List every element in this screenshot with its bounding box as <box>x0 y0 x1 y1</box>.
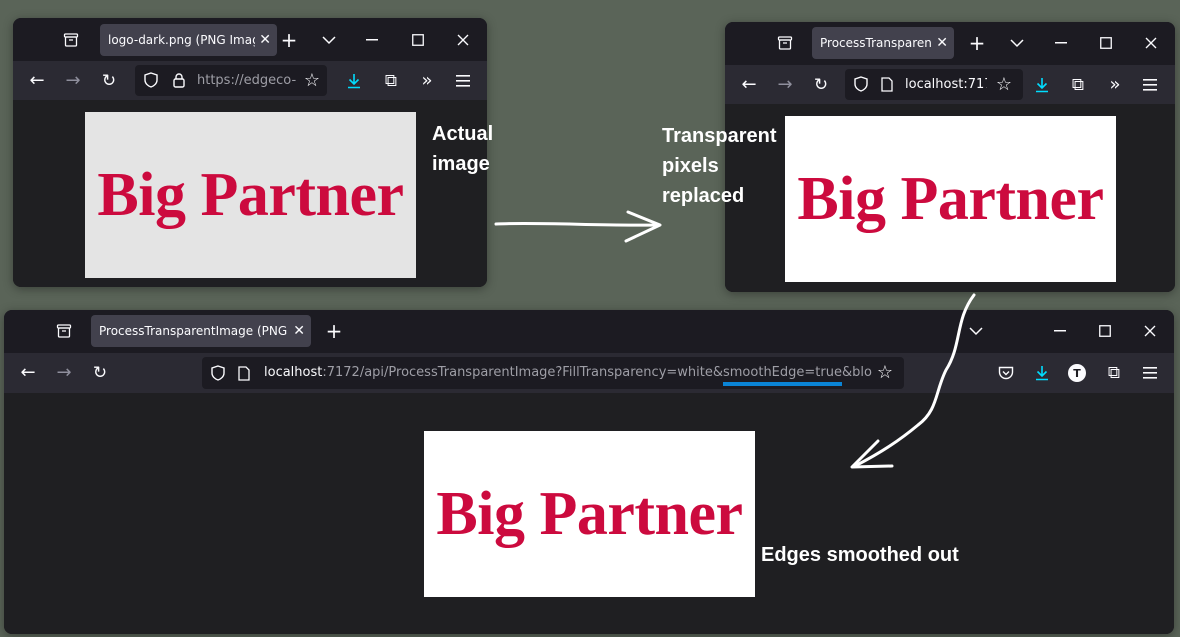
minimize-icon[interactable] <box>1051 33 1071 53</box>
reload-icon[interactable]: ↻ <box>813 74 829 95</box>
tab-active[interactable]: ProcessTransparentImage (PNG Ima ✕ <box>91 315 311 347</box>
url-bar[interactable]: localhost:7172 ☆ <box>845 69 1023 100</box>
browser-window-replaced: ProcessTransparentIm ✕ + ← → ↻ localhost… <box>725 22 1175 292</box>
minimize-icon[interactable] <box>1050 321 1070 341</box>
back-icon[interactable]: ← <box>20 362 36 383</box>
bookmark-star-icon[interactable]: ☆ <box>876 362 894 383</box>
logo-image-smoothed: Big Partner <box>424 431 755 597</box>
url-bar[interactable]: https://edgeco-r ☆ <box>135 65 327 96</box>
tab-overview-icon[interactable] <box>775 33 795 53</box>
logo-text: Big Partner <box>436 479 743 548</box>
bookmark-star-icon[interactable]: ☆ <box>303 70 321 91</box>
tab-overview-icon[interactable] <box>54 321 74 341</box>
reload-icon[interactable]: ↻ <box>92 362 108 383</box>
download-icon[interactable] <box>1032 75 1052 95</box>
tab-label: logo-dark.png (PNG Image <box>108 33 255 47</box>
back-icon[interactable]: ← <box>741 74 757 95</box>
url-path: :7172/api/ProcessTransparentImage?FillTr… <box>322 365 723 380</box>
close-window-icon[interactable] <box>453 30 473 50</box>
bookmark-star-icon[interactable]: ☆ <box>995 74 1013 95</box>
account-avatar-icon[interactable]: T <box>1068 364 1086 382</box>
logo-text: Big Partner <box>97 160 404 229</box>
url-text: localhost:7172 <box>905 77 987 92</box>
url-highlight: smoothEdge=true <box>723 365 842 386</box>
close-window-icon[interactable] <box>1140 321 1160 341</box>
url-text: localhost:7172/api/ProcessTransparentIma… <box>264 357 872 389</box>
nav-bar: ← → ↻ localhost:7172 ☆ ⧉ » <box>725 65 1175 104</box>
new-tab-icon[interactable]: + <box>325 319 343 343</box>
extensions-icon[interactable]: ⧉ <box>1071 74 1085 95</box>
close-window-icon[interactable] <box>1141 33 1161 53</box>
forward-icon[interactable]: → <box>56 362 72 383</box>
url-text: https://edgeco-r <box>197 73 297 88</box>
tab-active[interactable]: logo-dark.png (PNG Image ✕ <box>100 24 277 56</box>
url-path-end: &blobNam <box>841 365 872 380</box>
hamburger-menu-icon[interactable] <box>1140 363 1160 383</box>
list-tabs-chevron-icon[interactable] <box>1007 33 1027 53</box>
shield-icon[interactable] <box>210 365 226 381</box>
forward-icon[interactable]: → <box>65 70 81 91</box>
pocket-icon[interactable] <box>996 363 1016 383</box>
lock-icon[interactable] <box>171 72 187 88</box>
new-tab-icon[interactable]: + <box>968 31 986 55</box>
hamburger-menu-icon[interactable] <box>453 71 473 91</box>
download-icon[interactable] <box>1032 363 1052 383</box>
page-icon <box>236 365 252 381</box>
maximize-icon[interactable] <box>408 30 428 50</box>
extensions-icon[interactable]: ⧉ <box>384 70 398 91</box>
page-content: Big Partner <box>725 104 1175 292</box>
close-tab-icon[interactable]: ✕ <box>293 323 305 339</box>
page-content: Big Partner <box>13 100 487 287</box>
close-tab-icon[interactable]: ✕ <box>936 35 948 51</box>
nav-bar: ← → ↻ localhost:7172/api/ProcessTranspar… <box>4 353 1174 393</box>
overflow-menu-icon[interactable]: » <box>1109 74 1121 95</box>
annotation-edges-smoothed: Edges smoothed out <box>761 544 959 566</box>
annotation-actual-image: Actual image <box>432 123 494 175</box>
annotation-transparent-replaced: Transparent pixels replaced <box>662 125 777 207</box>
maximize-icon[interactable] <box>1096 33 1116 53</box>
page-content: Big Partner <box>4 393 1174 634</box>
list-tabs-chevron-icon[interactable] <box>319 30 339 50</box>
close-tab-icon[interactable]: ✕ <box>259 32 271 48</box>
shield-icon[interactable] <box>853 76 869 92</box>
nav-bar: ← → ↻ https://edgeco-r ☆ ⧉ » <box>13 61 487 100</box>
extensions-icon[interactable]: ⧉ <box>1107 362 1121 383</box>
list-tabs-chevron-icon[interactable] <box>966 321 986 341</box>
forward-icon[interactable]: → <box>777 74 793 95</box>
minimize-icon[interactable] <box>362 30 382 50</box>
browser-window-original: logo-dark.png (PNG Image ✕ + ← → ↻ https… <box>13 18 487 287</box>
tab-bar: ProcessTransparentIm ✕ + <box>725 22 1175 65</box>
maximize-icon[interactable] <box>1095 321 1115 341</box>
page-icon <box>879 76 895 92</box>
tab-active[interactable]: ProcessTransparentIm ✕ <box>812 27 954 59</box>
reload-icon[interactable]: ↻ <box>101 70 117 91</box>
tab-overview-icon[interactable] <box>61 30 81 50</box>
logo-text: Big Partner <box>797 164 1104 233</box>
new-tab-icon[interactable]: + <box>280 28 298 52</box>
url-host: localhost <box>264 365 323 380</box>
shield-icon[interactable] <box>143 72 159 88</box>
logo-image-original: Big Partner <box>85 112 416 278</box>
tab-bar: logo-dark.png (PNG Image ✕ + <box>13 18 487 61</box>
url-bar[interactable]: localhost:7172/api/ProcessTransparentIma… <box>202 357 904 389</box>
tab-label: ProcessTransparentImage (PNG Ima <box>99 324 289 338</box>
overflow-menu-icon[interactable]: » <box>421 70 433 91</box>
tab-label: ProcessTransparentIm <box>820 36 932 50</box>
tab-bar: ProcessTransparentImage (PNG Ima ✕ + <box>4 310 1174 353</box>
account-initial: T <box>1073 366 1081 380</box>
logo-image-replaced: Big Partner <box>785 116 1116 282</box>
back-icon[interactable]: ← <box>29 70 45 91</box>
browser-window-smoothed: ProcessTransparentImage (PNG Ima ✕ + ← →… <box>4 310 1174 634</box>
hamburger-menu-icon[interactable] <box>1140 75 1160 95</box>
download-icon[interactable] <box>344 71 364 91</box>
